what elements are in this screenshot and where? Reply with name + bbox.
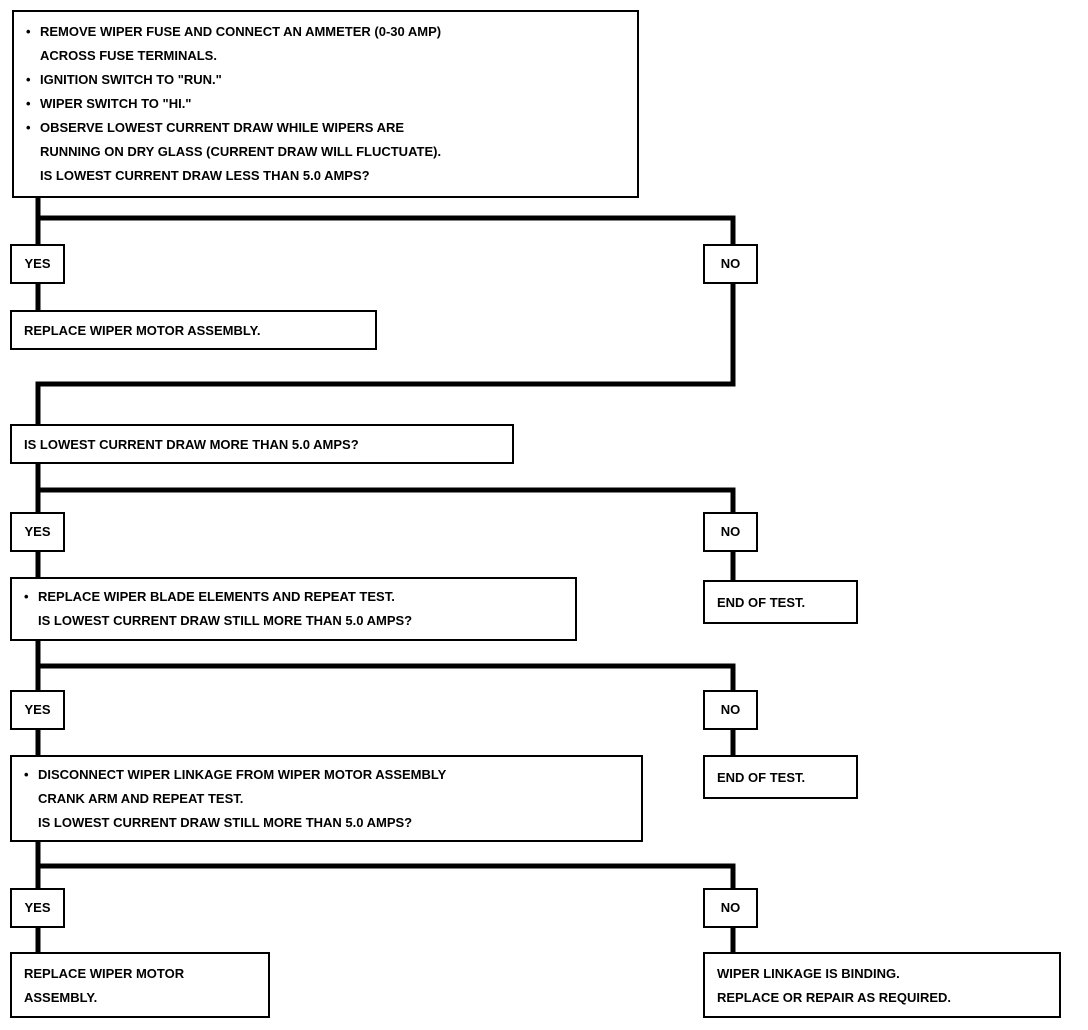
step-line: CRANK ARM AND REPEAT TEST. [38,791,244,806]
no-label: NO [703,244,758,284]
step-line: •OBSERVE LOWEST CURRENT DRAW WHILE WIPER… [26,120,405,135]
no-label: NO [703,690,758,730]
no-label: NO [703,512,758,552]
step-line: RUNNING ON DRY GLASS (CURRENT DRAW WILL … [40,144,442,159]
step-line: IS LOWEST CURRENT DRAW LESS THAN 5.0 AMP… [40,168,370,183]
end-of-test-box: END OF TEST. [703,755,858,799]
step-line: •DISCONNECT WIPER LINKAGE FROM WIPER MOT… [24,767,447,782]
step-box-remove-fuse: •REMOVE WIPER FUSE AND CONNECT AN AMMETE… [12,10,639,198]
step-box-replace-blades: •REPLACE WIPER BLADE ELEMENTS AND REPEAT… [10,577,577,641]
step-line: •IGNITION SWITCH TO "RUN." [26,72,222,87]
step-line: REPLACE WIPER MOTOR [24,966,185,981]
no-label: NO [703,888,758,928]
step-line: WIPER LINKAGE IS BINDING. [717,966,900,981]
end-of-test-box: END OF TEST. [703,580,858,624]
step-line: ACROSS FUSE TERMINALS. [40,48,217,63]
step-box-replace-motor: REPLACE WIPER MOTOR ASSEMBLY. [10,310,377,350]
step-line: •REPLACE WIPER BLADE ELEMENTS AND REPEAT… [24,589,395,604]
step-line: •WIPER SWITCH TO "HI." [26,96,192,111]
yes-label: YES [10,690,65,730]
step-line: ASSEMBLY. [24,990,98,1005]
step-line: •REMOVE WIPER FUSE AND CONNECT AN AMMETE… [26,24,442,39]
yes-label: YES [10,888,65,928]
step-box-disconnect-linkage: •DISCONNECT WIPER LINKAGE FROM WIPER MOT… [10,755,643,842]
step-box-linkage-binding: WIPER LINKAGE IS BINDING. REPLACE OR REP… [703,952,1061,1018]
step-line: IS LOWEST CURRENT DRAW STILL MORE THAN 5… [38,815,413,830]
yes-label: YES [10,244,65,284]
step-box-replace-motor-final: REPLACE WIPER MOTOR ASSEMBLY. [10,952,270,1018]
step-line: IS LOWEST CURRENT DRAW STILL MORE THAN 5… [38,613,413,628]
step-line: REPLACE OR REPAIR AS REQUIRED. [717,990,952,1005]
question-box-more-than-5: IS LOWEST CURRENT DRAW MORE THAN 5.0 AMP… [10,424,514,464]
yes-label: YES [10,512,65,552]
